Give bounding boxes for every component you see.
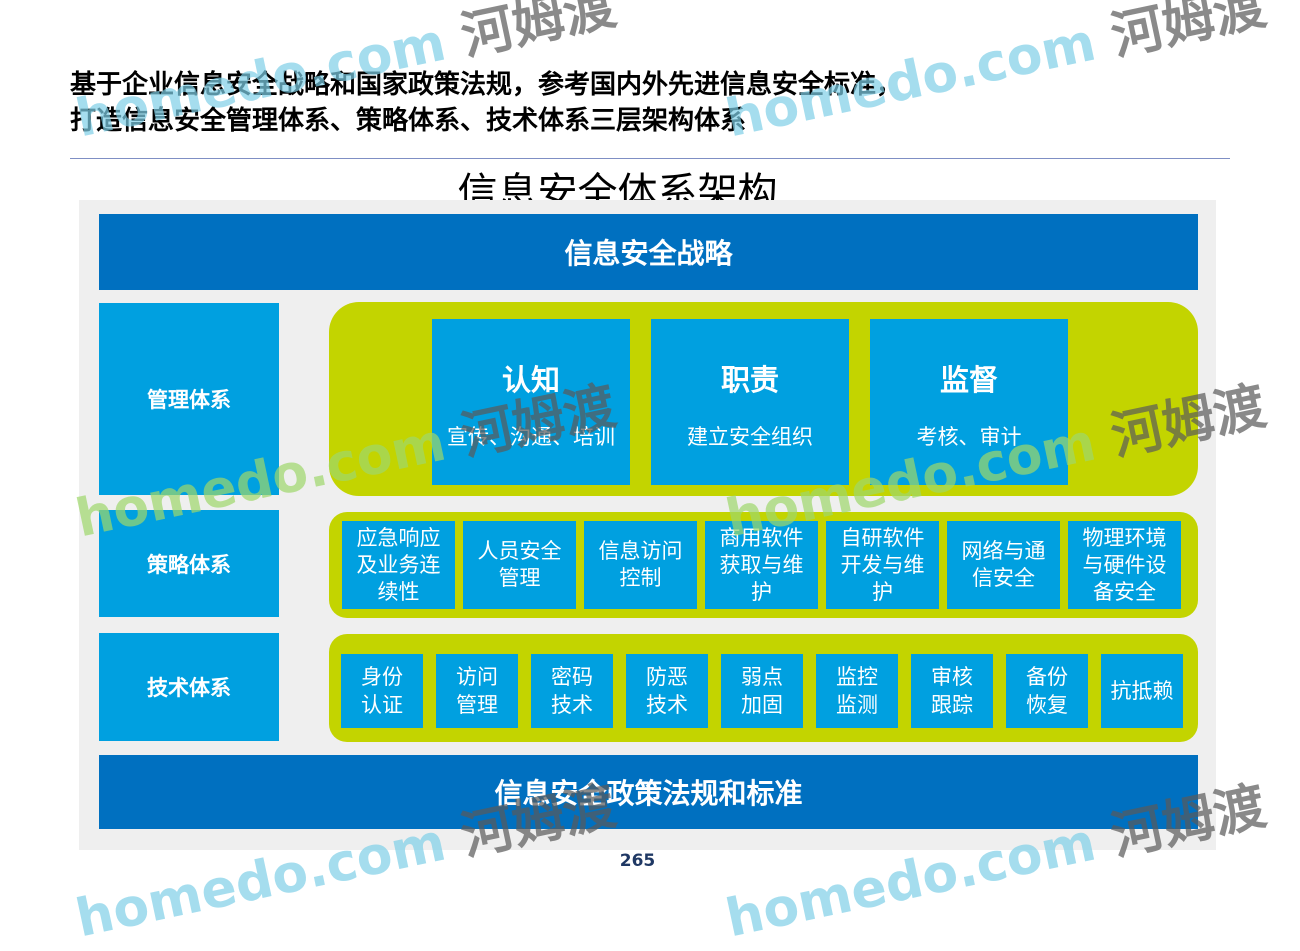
policy-box: 应急响应及业务连续性 xyxy=(342,521,455,609)
row-label-policy: 策略体系 xyxy=(99,510,279,617)
watermark-cn: 河姆渡 xyxy=(1106,0,1272,68)
technology-box: 访问管理 xyxy=(436,654,518,728)
technology-box-label: 弱点加固 xyxy=(741,665,783,717)
technology-box-label: 身份认证 xyxy=(361,665,403,717)
technology-box-label: 密码技术 xyxy=(551,665,593,717)
header-line-2: 打造信息安全管理体系、策略体系、技术体系三层架构体系 xyxy=(70,106,747,136)
technology-box-label: 监控监测 xyxy=(836,665,878,717)
row-label-technology: 技术体系 xyxy=(99,633,279,741)
management-box-supervision: 监督 考核、审计 xyxy=(870,319,1068,485)
policy-box-label: 应急响应及业务连续性 xyxy=(356,525,441,604)
watermark-cn: 河姆渡 xyxy=(456,0,622,68)
technology-box: 监控监测 xyxy=(816,654,898,728)
technology-box: 弱点加固 xyxy=(721,654,803,728)
policy-box-label: 人员安全管理 xyxy=(477,539,562,590)
management-box-awareness: 认知 宣传、沟通、培训 xyxy=(432,319,630,485)
management-box-title: 认知 xyxy=(501,363,560,397)
technology-box: 防恶技术 xyxy=(626,654,708,728)
policy-box-label: 物理环境与硬件设备安全 xyxy=(1082,525,1167,604)
policy-box: 人员安全管理 xyxy=(463,521,576,609)
policy-box-label: 商用软件获取与维护 xyxy=(719,525,804,604)
page-number: 265 xyxy=(619,851,656,871)
header-line-1: 基于企业信息安全战略和国家政策法规，参考国内外先进信息安全标准， xyxy=(70,70,903,100)
policy-box: 商用软件获取与维护 xyxy=(705,521,818,609)
policy-box: 网络与通信安全 xyxy=(947,521,1060,609)
technology-box-label: 备份恢复 xyxy=(1026,665,1068,717)
policy-box-label: 网络与通信安全 xyxy=(961,539,1046,590)
technology-box: 备份恢复 xyxy=(1006,654,1088,728)
row-label-management: 管理体系 xyxy=(99,303,279,495)
technology-box: 密码技术 xyxy=(531,654,613,728)
policy-box: 物理环境与硬件设备安全 xyxy=(1068,521,1181,609)
technology-box: 抗抵赖 xyxy=(1101,654,1183,728)
policy-box-label: 信息访问控制 xyxy=(598,539,683,590)
technology-box: 身份认证 xyxy=(341,654,423,728)
policy-box-label: 自研软件开发与维护 xyxy=(840,525,925,604)
management-box-subtitle: 建立安全组织 xyxy=(687,425,813,449)
technology-box-label: 防恶技术 xyxy=(646,665,688,717)
management-box-responsibility: 职责 建立安全组织 xyxy=(651,319,849,485)
technology-box-label: 抗抵赖 xyxy=(1110,679,1174,703)
policy-box: 信息访问控制 xyxy=(584,521,697,609)
strategy-band: 信息安全战略 xyxy=(99,214,1198,290)
technology-box-label: 访问管理 xyxy=(456,665,498,717)
policy-box: 自研软件开发与维护 xyxy=(826,521,939,609)
management-box-title: 监督 xyxy=(939,363,998,397)
management-box-title: 职责 xyxy=(720,363,779,397)
technology-box: 审核跟踪 xyxy=(911,654,993,728)
management-box-subtitle: 宣传、沟通、培训 xyxy=(447,425,615,449)
technology-box-label: 审核跟踪 xyxy=(931,665,973,717)
management-box-subtitle: 考核、审计 xyxy=(916,425,1022,449)
laws-band: 信息安全政策法规和标准 xyxy=(99,755,1198,829)
header-divider xyxy=(70,158,1230,159)
